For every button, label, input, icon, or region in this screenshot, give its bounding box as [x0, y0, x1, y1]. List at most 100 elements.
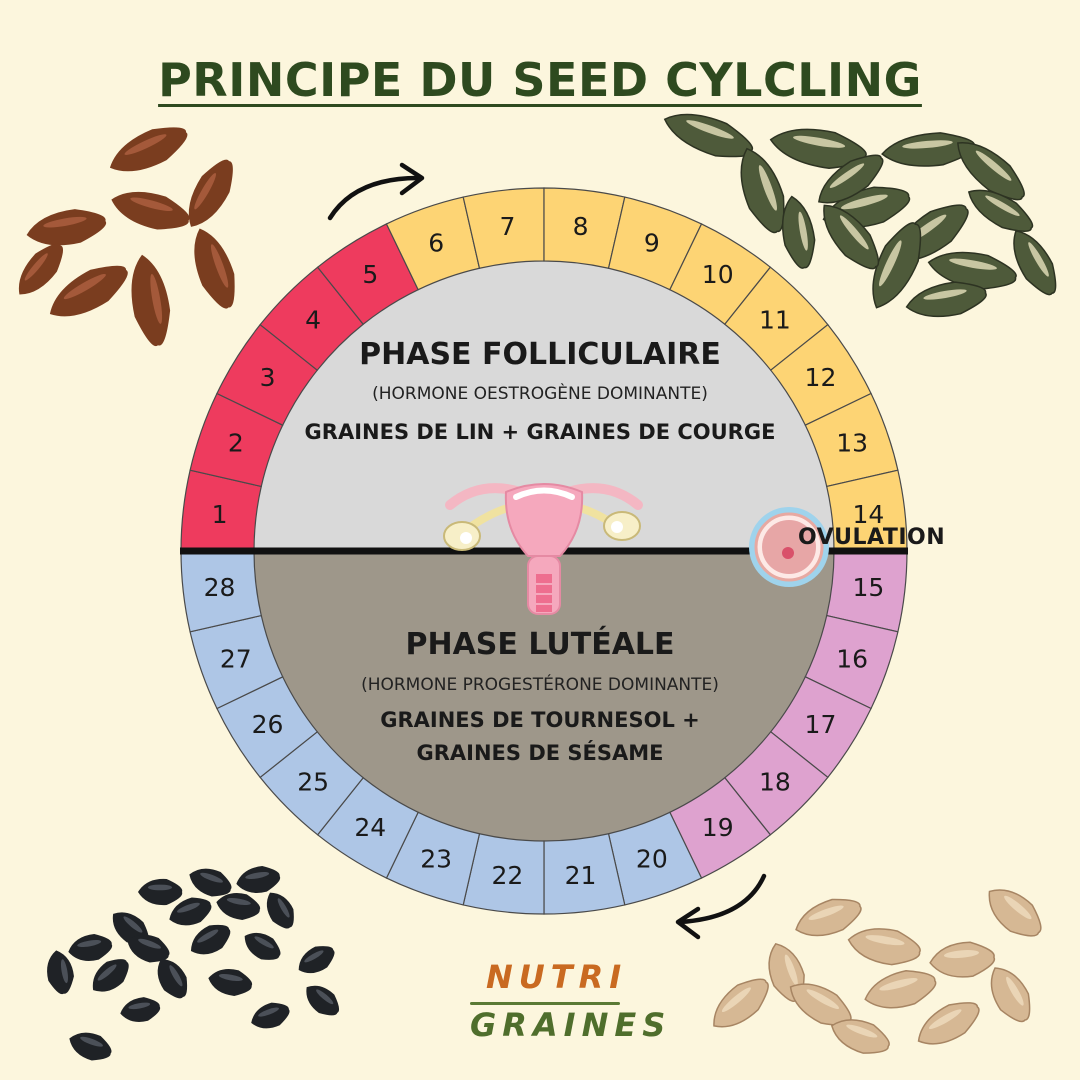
sunflower-seed-highlight	[1004, 895, 1032, 920]
sesame-seed	[68, 934, 113, 961]
flax-seed	[109, 127, 188, 172]
sesame-seed-highlight	[258, 1007, 279, 1017]
sesame-seed	[236, 866, 281, 893]
logo-word-nutri: NUTRI	[486, 958, 628, 996]
sesame-seed	[306, 985, 340, 1016]
day-number: 14	[853, 500, 885, 529]
flax-seed	[194, 228, 235, 309]
flax-seed-highlight	[43, 216, 87, 228]
day-number: 28	[204, 573, 236, 602]
ovum-icon	[749, 507, 829, 587]
day-number: 3	[260, 363, 276, 392]
pumpkin-seed-highlight	[798, 211, 808, 251]
sunflower-seed	[795, 898, 862, 937]
follicular-phase-area	[254, 261, 834, 551]
day-number: 18	[759, 767, 791, 796]
sesame-seed-highlight	[197, 929, 219, 943]
sesame-seed	[208, 969, 253, 996]
pumpkin-seed	[823, 204, 880, 270]
sesame-seed	[127, 934, 170, 963]
pumpkin-seed	[818, 154, 884, 204]
day-number: 25	[297, 767, 329, 796]
flax-seed-highlight	[150, 273, 163, 324]
sunflower-seed-highlight	[721, 987, 751, 1013]
sesame-seed-highlight	[60, 959, 68, 984]
sesame-seed-highlight	[169, 965, 183, 987]
sunflower-seed-highlight	[846, 1024, 878, 1038]
sesame-seed-highlight	[218, 974, 243, 982]
flax-seed	[49, 265, 128, 317]
pumpkin-seed-highlight	[985, 195, 1020, 217]
flax-seed-highlight	[130, 197, 173, 211]
pumpkin-seed-highlight	[840, 194, 888, 210]
pumpkin-seed	[967, 189, 1034, 232]
sunflower-seed-highlight	[1006, 976, 1024, 1006]
pumpkin-seed-highlight	[793, 135, 846, 148]
flax-seed-highlight	[210, 244, 229, 288]
pumpkin-seed-highlight	[902, 140, 953, 149]
day-number: 26	[252, 710, 284, 739]
day-number: 7	[499, 212, 515, 241]
day-number: 9	[644, 228, 660, 257]
day-number: 21	[565, 861, 597, 890]
sesame-seed	[92, 959, 129, 992]
pumpkin-seed	[1013, 229, 1057, 296]
day-number: 20	[636, 845, 668, 874]
pumpkin-seed-highlight	[923, 289, 967, 300]
day-number: 6	[428, 228, 444, 257]
sesame-seed-highlight	[226, 898, 251, 906]
day-number: 27	[220, 644, 252, 673]
sunflower-seed-highlight	[879, 977, 918, 991]
pumpkin-seed-highlight	[949, 258, 997, 270]
day-number: 23	[420, 845, 452, 874]
day-number: 5	[362, 260, 378, 289]
sesame-seed	[157, 958, 188, 999]
flax-seed-highlight	[63, 273, 106, 300]
sesame-seed-highlight	[304, 950, 324, 963]
flax-seed	[131, 254, 171, 347]
day-number: 24	[354, 813, 386, 842]
sesame-seed	[69, 1032, 112, 1061]
pumpkin-seed-highlight	[829, 163, 865, 188]
pumpkin-seed	[872, 222, 922, 309]
sunflower-seed-highlight	[928, 1009, 962, 1029]
sesame-seed	[169, 897, 212, 926]
sesame-seed-highlight	[316, 989, 334, 1005]
sunflower-seed	[830, 1019, 890, 1054]
day-number: 10	[702, 260, 734, 289]
sunflower-seed	[988, 889, 1042, 937]
flax-seeds-illustration	[18, 127, 235, 347]
pumpkin-seed-highlight	[758, 165, 777, 211]
sunflower-seeds-illustration	[713, 889, 1042, 1054]
flax-seed-highlight	[24, 253, 48, 281]
flax-seed	[111, 191, 190, 230]
logo-word-graines: GRAINES	[470, 1006, 672, 1044]
day-number: 1	[212, 500, 228, 529]
day-number: 2	[228, 429, 244, 458]
sunflower-seed	[864, 970, 937, 1009]
sesame-seed	[189, 868, 232, 897]
sunflower-seed-highlight	[806, 989, 840, 1009]
sesame-seed-highlight	[254, 936, 274, 949]
pumpkin-seed-highlight	[879, 240, 902, 287]
sesame-seed	[298, 946, 335, 974]
luteal-phase-area	[254, 551, 834, 841]
day-number: 4	[305, 306, 321, 335]
nutri-graines-logo: NUTRI GRAINES	[470, 950, 665, 1070]
cycle-arrow-icon	[675, 873, 767, 940]
page-title: PRINCIPE DU SEED CYLCLING	[158, 52, 922, 107]
sesame-seed-highlight	[138, 938, 161, 949]
pumpkin-seed-highlight	[1028, 242, 1049, 277]
day-number: 17	[805, 710, 837, 739]
sunflower-seed	[847, 928, 921, 966]
sunflower-seed-highlight	[865, 935, 905, 946]
sunflower-seed	[990, 967, 1031, 1023]
cycle-arrow-icon	[327, 162, 425, 221]
logo-divider	[470, 1002, 620, 1005]
sunflower-seed	[917, 1002, 980, 1045]
pumpkin-seed	[957, 142, 1025, 201]
flax-seed-highlight	[194, 173, 217, 210]
sesame-seed	[47, 950, 74, 995]
pumpkin-seed-highlight	[839, 215, 869, 250]
